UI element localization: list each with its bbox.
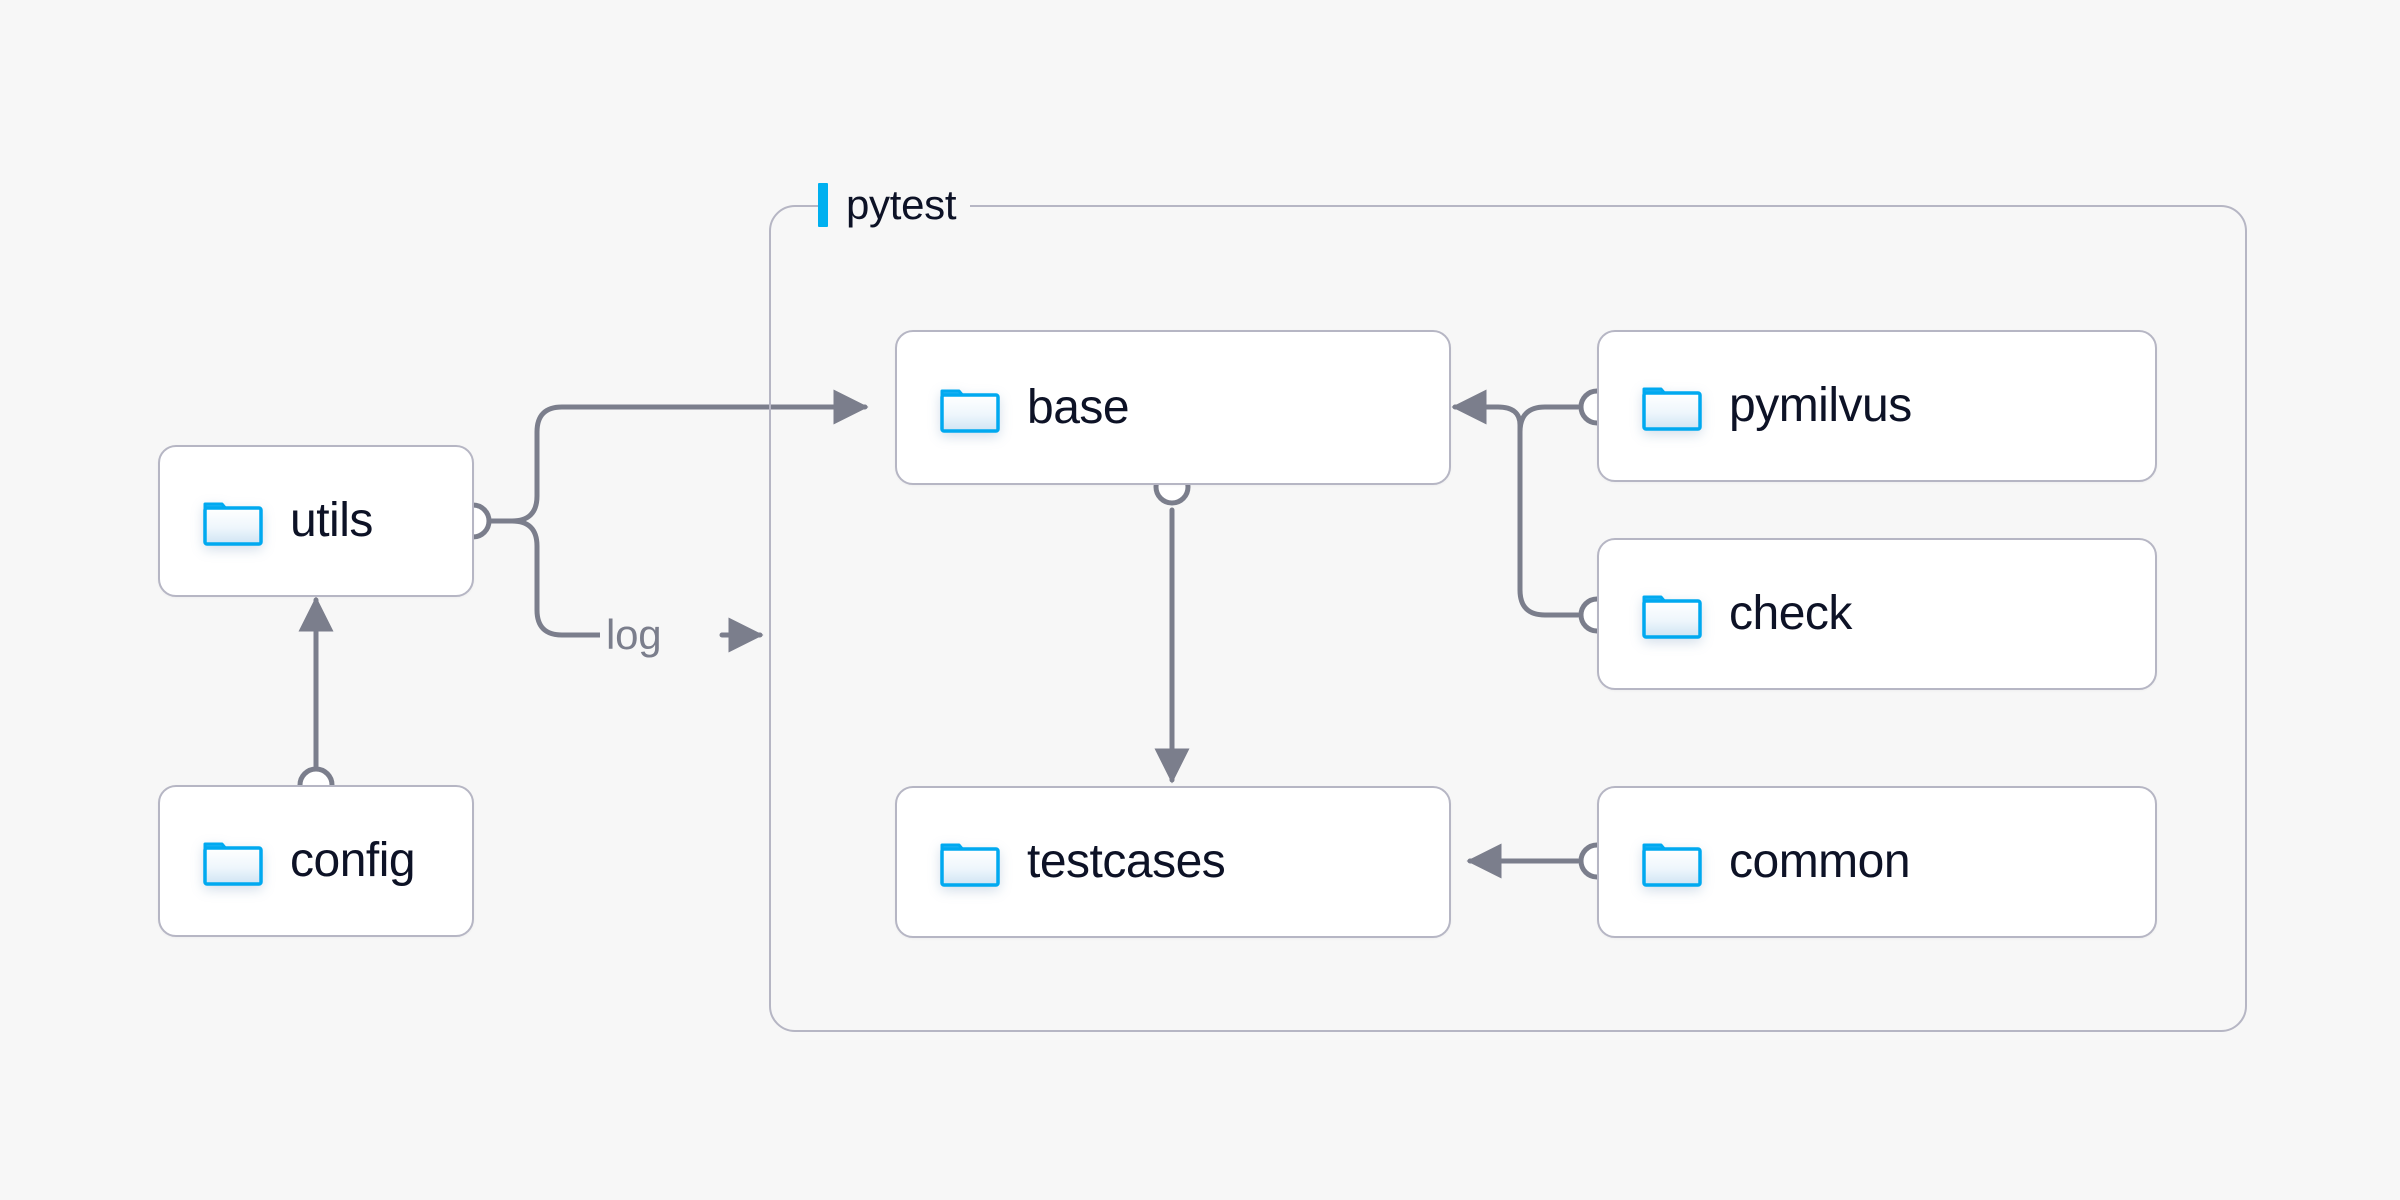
- node-testcases[interactable]: testcases: [895, 786, 1451, 938]
- folder-icon: [1642, 595, 1702, 639]
- node-config[interactable]: config: [158, 785, 474, 937]
- group-pytest-label: pytest: [818, 175, 971, 235]
- node-config-label: config: [290, 834, 416, 887]
- node-base-label: base: [1027, 380, 1130, 434]
- node-pymilvus-label: pymilvus: [1729, 379, 1912, 432]
- folder-icon: [203, 842, 263, 886]
- folder-icon: [940, 389, 1000, 433]
- folder-icon: [1642, 387, 1702, 431]
- group-pytest[interactable]: [769, 205, 2247, 1032]
- folder-icon: [940, 843, 1000, 887]
- node-check-label: check: [1729, 587, 1852, 640]
- node-common-label: common: [1729, 835, 1911, 888]
- node-base[interactable]: base: [895, 330, 1451, 485]
- edge-utils-log-stub: [470, 518, 603, 638]
- edge-label-log: log: [600, 611, 668, 659]
- node-check[interactable]: check: [1597, 538, 2157, 690]
- node-utils-label: utils: [290, 494, 373, 547]
- node-utils[interactable]: utils: [158, 445, 474, 597]
- folder-icon: [1642, 843, 1702, 887]
- group-pytest-title: pytest: [846, 181, 957, 228]
- accent-bar-icon: [818, 183, 828, 227]
- folder-icon: [203, 502, 263, 546]
- node-pymilvus[interactable]: pymilvus: [1597, 330, 2157, 482]
- node-common[interactable]: common: [1597, 786, 2157, 938]
- node-testcases-label: testcases: [1027, 835, 1226, 888]
